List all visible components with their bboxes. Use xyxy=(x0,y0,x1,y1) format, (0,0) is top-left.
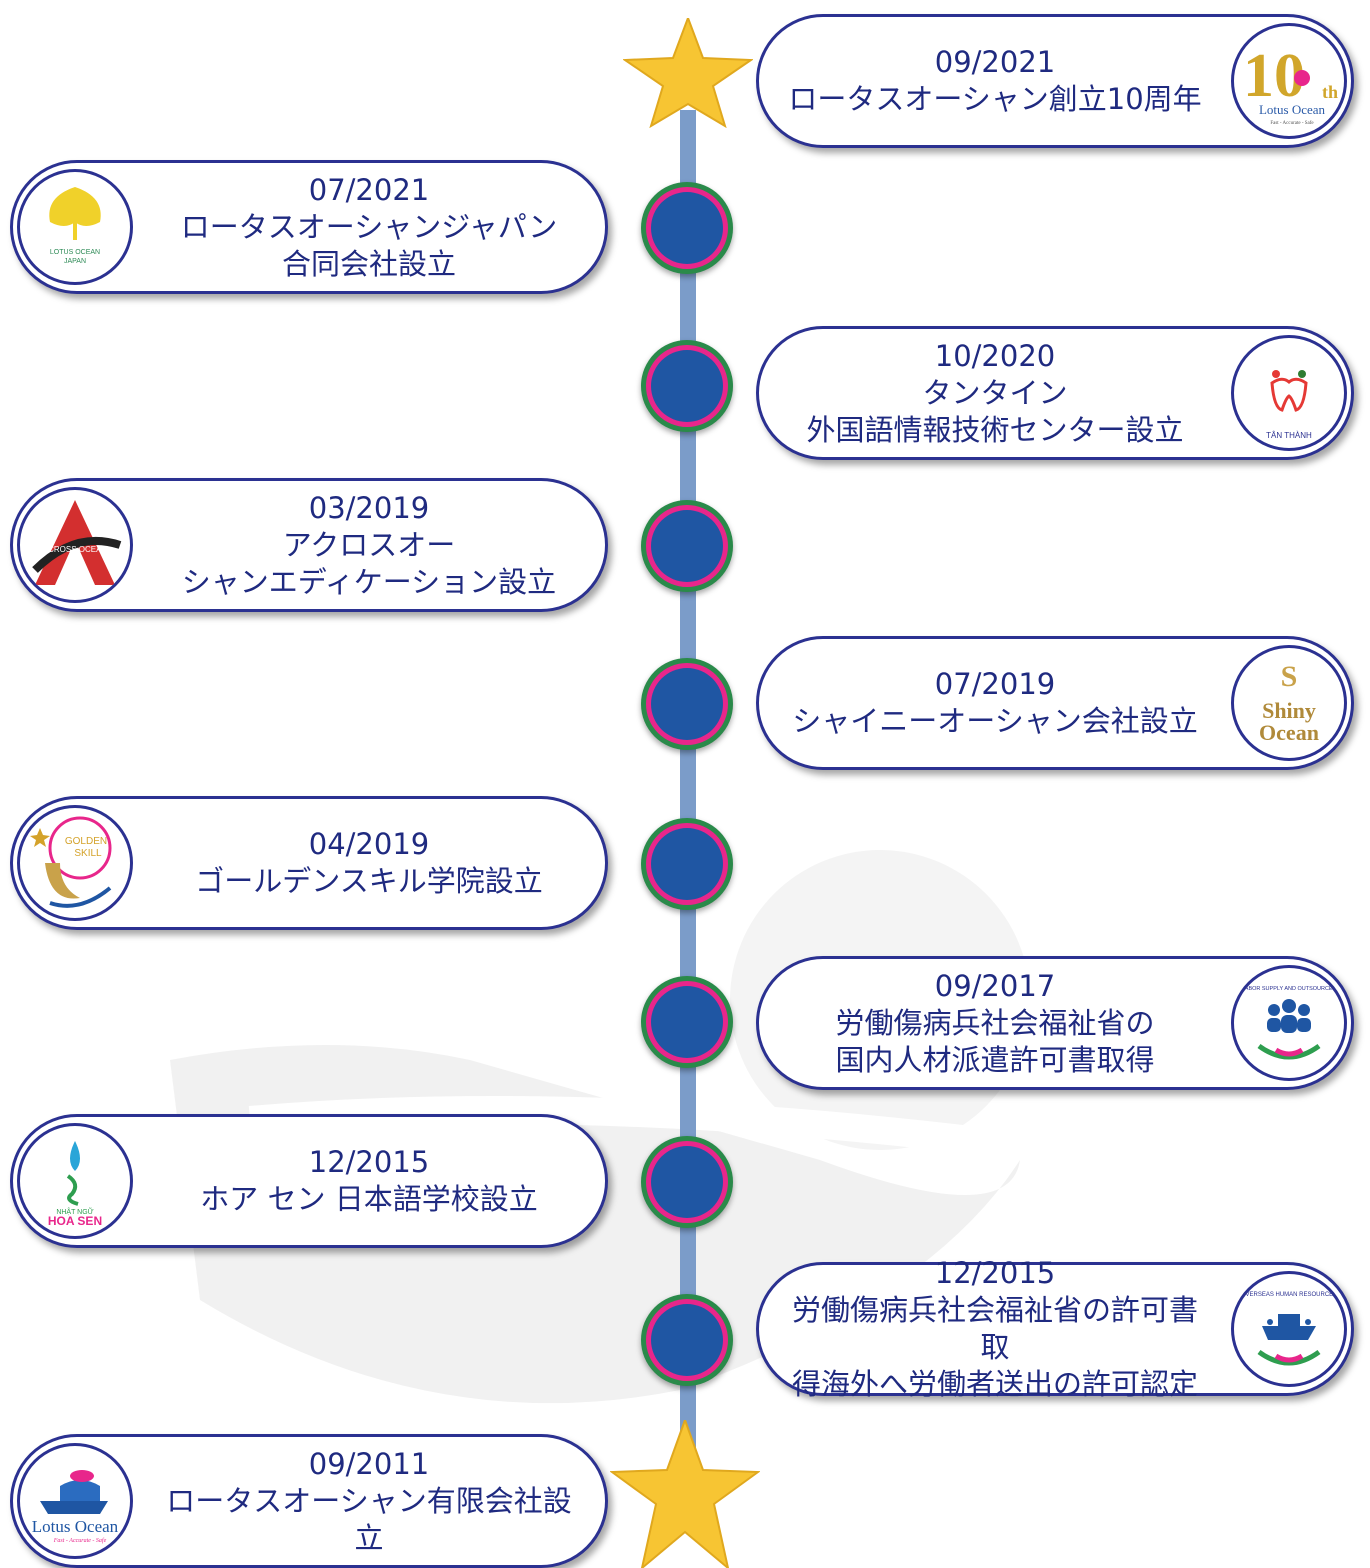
timeline-dot xyxy=(641,818,733,910)
milestone-text: ゴールデンスキル学院設立 xyxy=(195,864,543,898)
logo-text: Fast - Accurate - Safe xyxy=(1270,121,1314,126)
lotus-ocean-logo: Lotus Ocean Fast - Accurate - Safe xyxy=(17,1443,133,1559)
logo-text: Lotus Ocean xyxy=(1259,102,1326,117)
milestone-date: 07/2021 xyxy=(308,172,430,207)
logo-text: OVERSEAS HUMAN RESOURCES xyxy=(1241,1292,1337,1298)
milestone-card: Lotus Ocean Fast - Accurate - Safe 09/20… xyxy=(10,1434,608,1568)
milestone-card: GOLDEN SKILL 04/2019 ゴールデンスキル学院設立 xyxy=(10,796,608,930)
hoa-sen-logo: NHẬT NGỮ HOA SEN xyxy=(17,1123,133,1239)
milestone-card: 07/2019 シャイニーオーシャン会社設立 S Shiny Ocean xyxy=(756,636,1354,770)
logo-text: Shiny xyxy=(1262,698,1316,723)
milestone-card: NHẬT NGỮ HOA SEN 12/2015 ホア セン 日本語学校設立 xyxy=(10,1114,608,1248)
timeline-dot xyxy=(641,182,733,274)
across-ocean-logo: ACROSS OCEAN xyxy=(17,487,133,603)
shiny-ocean-logo: S Shiny Ocean xyxy=(1231,645,1347,761)
milestone-text: 労働傷病兵社会福祉省の xyxy=(835,1005,1155,1040)
timeline-axis xyxy=(680,110,696,1460)
milestone-text: シャンエディケーション設立 xyxy=(181,564,557,599)
milestone-text: ロータスオーシャン有限会社設立 xyxy=(166,1483,572,1555)
milestone-text: ロータスオーシャン創立10周年 xyxy=(788,82,1202,116)
milestone-card: 12/2015 労働傷病兵社会福祉省の許可書取 得海外へ労働者送出の許可認定 O… xyxy=(756,1256,1354,1401)
logo-text: Fast - Accurate - Safe xyxy=(53,1537,107,1544)
lotus-ocean-japan-logo: LOTUS OCEAN JAPAN xyxy=(17,169,133,285)
milestone-date: 12/2015 xyxy=(934,1256,1056,1290)
timeline-dot xyxy=(641,1136,733,1228)
logo-text: ACROSS OCEAN xyxy=(43,545,108,554)
logo-text: Lotus Ocean xyxy=(32,1517,119,1536)
milestone-date: 07/2019 xyxy=(934,667,1056,701)
milestone-text: 外国語情報技術センター設立 xyxy=(806,412,1184,447)
timeline-dot xyxy=(641,500,733,592)
milestone-date: 12/2015 xyxy=(308,1145,430,1179)
logo-text: NHẬT NGỮ xyxy=(56,1207,93,1216)
milestone-date: 09/2017 xyxy=(934,968,1056,1003)
golden-skill-logo: GOLDEN SKILL xyxy=(17,805,133,921)
overseas-human-resources-logo: OVERSEAS HUMAN RESOURCES xyxy=(1231,1271,1347,1387)
milestone-text: 得海外へ労働者送出の許可認定 xyxy=(791,1367,1198,1401)
milestone-date: 03/2019 xyxy=(308,490,430,525)
logo-text: LABOR SUPPLY AND OUTSOURCES xyxy=(1242,986,1337,992)
milestone-text: 合同会社設立 xyxy=(281,246,456,281)
logo-text: th xyxy=(1322,82,1338,102)
timeline-dot xyxy=(641,340,733,432)
logo-text: GOLDEN xyxy=(65,836,107,847)
milestone-date: 09/2021 xyxy=(934,45,1056,79)
milestone-text: タンタイン xyxy=(922,375,1068,410)
tan-thanh-logo: TÂN THÀNH xyxy=(1231,335,1347,451)
milestone-card: 10/2020 タンタイン 外国語情報技術センター設立 TÂN THÀNH xyxy=(756,326,1354,460)
milestone-text: ホア セン 日本語学校設立 xyxy=(200,1182,538,1216)
milestone-card: ACROSS OCEAN 03/2019 アクロスオー シャンエディケーション設… xyxy=(10,478,608,612)
milestone-date: 04/2019 xyxy=(308,827,430,861)
logo-text: TÂN THÀNH xyxy=(1266,431,1312,440)
labor-supply-logo: LABOR SUPPLY AND OUTSOURCES xyxy=(1231,965,1347,1081)
logo-text: JAPAN xyxy=(64,258,86,265)
milestone-text: アクロスオー xyxy=(282,527,456,562)
milestone-card: LOTUS OCEAN JAPAN 07/2021 ロータスオーシャンジャパン … xyxy=(10,160,608,294)
svg-text:S: S xyxy=(1281,660,1298,693)
milestone-card: 09/2017 労働傷病兵社会福祉省の 国内人材派遣許可書取得 LABOR SU… xyxy=(756,956,1354,1090)
milestone-date: 10/2020 xyxy=(934,338,1056,373)
star-icon-bottom xyxy=(610,1420,760,1568)
milestone-text: シャイニーオーシャン会社設立 xyxy=(792,704,1198,738)
logo-text: Ocean xyxy=(1259,720,1319,745)
lotus-ocean-10th-logo: 10 th Lotus Ocean Fast - Accurate - Safe xyxy=(1231,23,1347,139)
milestone-text: 労働傷病兵社会福祉省の許可書取 xyxy=(791,1293,1198,1364)
timeline-dot xyxy=(641,976,733,1068)
milestone-card: 09/2021 ロータスオーシャン創立10周年 10 th Lotus Ocea… xyxy=(756,14,1354,148)
timeline-dot xyxy=(641,1294,733,1386)
logo-text: LOTUS OCEAN xyxy=(50,249,100,256)
logo-text: HOA SEN xyxy=(48,1214,102,1228)
star-icon-top xyxy=(623,18,753,128)
milestone-text: 国内人材派遣許可書取得 xyxy=(835,1042,1155,1077)
milestone-text: ロータスオーシャンジャパン xyxy=(180,209,558,244)
milestone-date: 09/2011 xyxy=(308,1446,430,1481)
logo-text: SKILL xyxy=(74,848,102,859)
timeline-dot xyxy=(641,658,733,750)
